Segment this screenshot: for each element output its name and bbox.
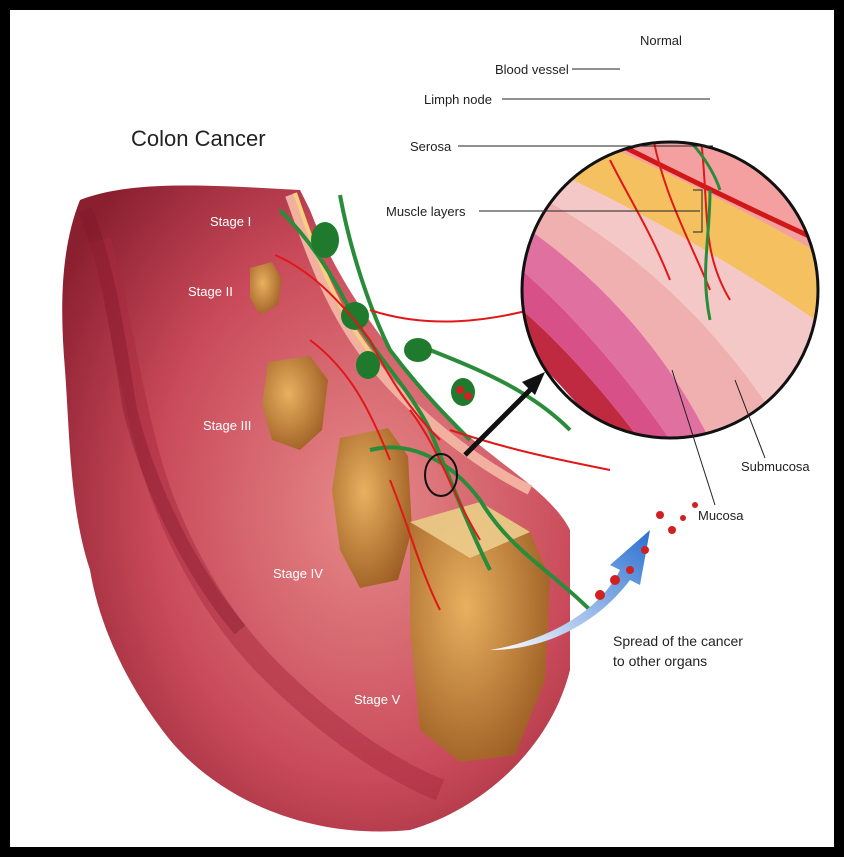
normal-tissue-inset [505,84,834,440]
lymph-node [341,302,369,330]
label-mucosa: Mucosa [698,508,744,523]
label-spread-line2: to other organs [613,653,707,669]
colon-cancer-diagram: Colon Cancer Normal Blood vessel Limph n… [10,10,834,847]
label-stage-2: Stage II [188,284,233,299]
lymph-node [404,338,432,362]
lymph-node [311,222,339,258]
label-lymph-node: Limph node [424,92,492,107]
label-serosa: Serosa [410,139,452,154]
label-stage-4: Stage IV [273,566,323,581]
label-spread-line1: Spread of the cancer [613,633,743,649]
figure-frame: Colon Cancer Normal Blood vessel Limph n… [10,10,834,847]
label-blood-vessel: Blood vessel [495,62,569,77]
lymph-node [356,351,380,379]
label-submucosa: Submucosa [741,459,810,474]
inset-title: Normal [640,33,682,48]
diagram-title: Colon Cancer [131,126,266,151]
label-stage-5: Stage V [354,692,401,707]
label-stage-3: Stage III [203,418,251,433]
label-stage-1: Stage I [210,214,251,229]
label-muscle-layers: Muscle layers [386,204,466,219]
